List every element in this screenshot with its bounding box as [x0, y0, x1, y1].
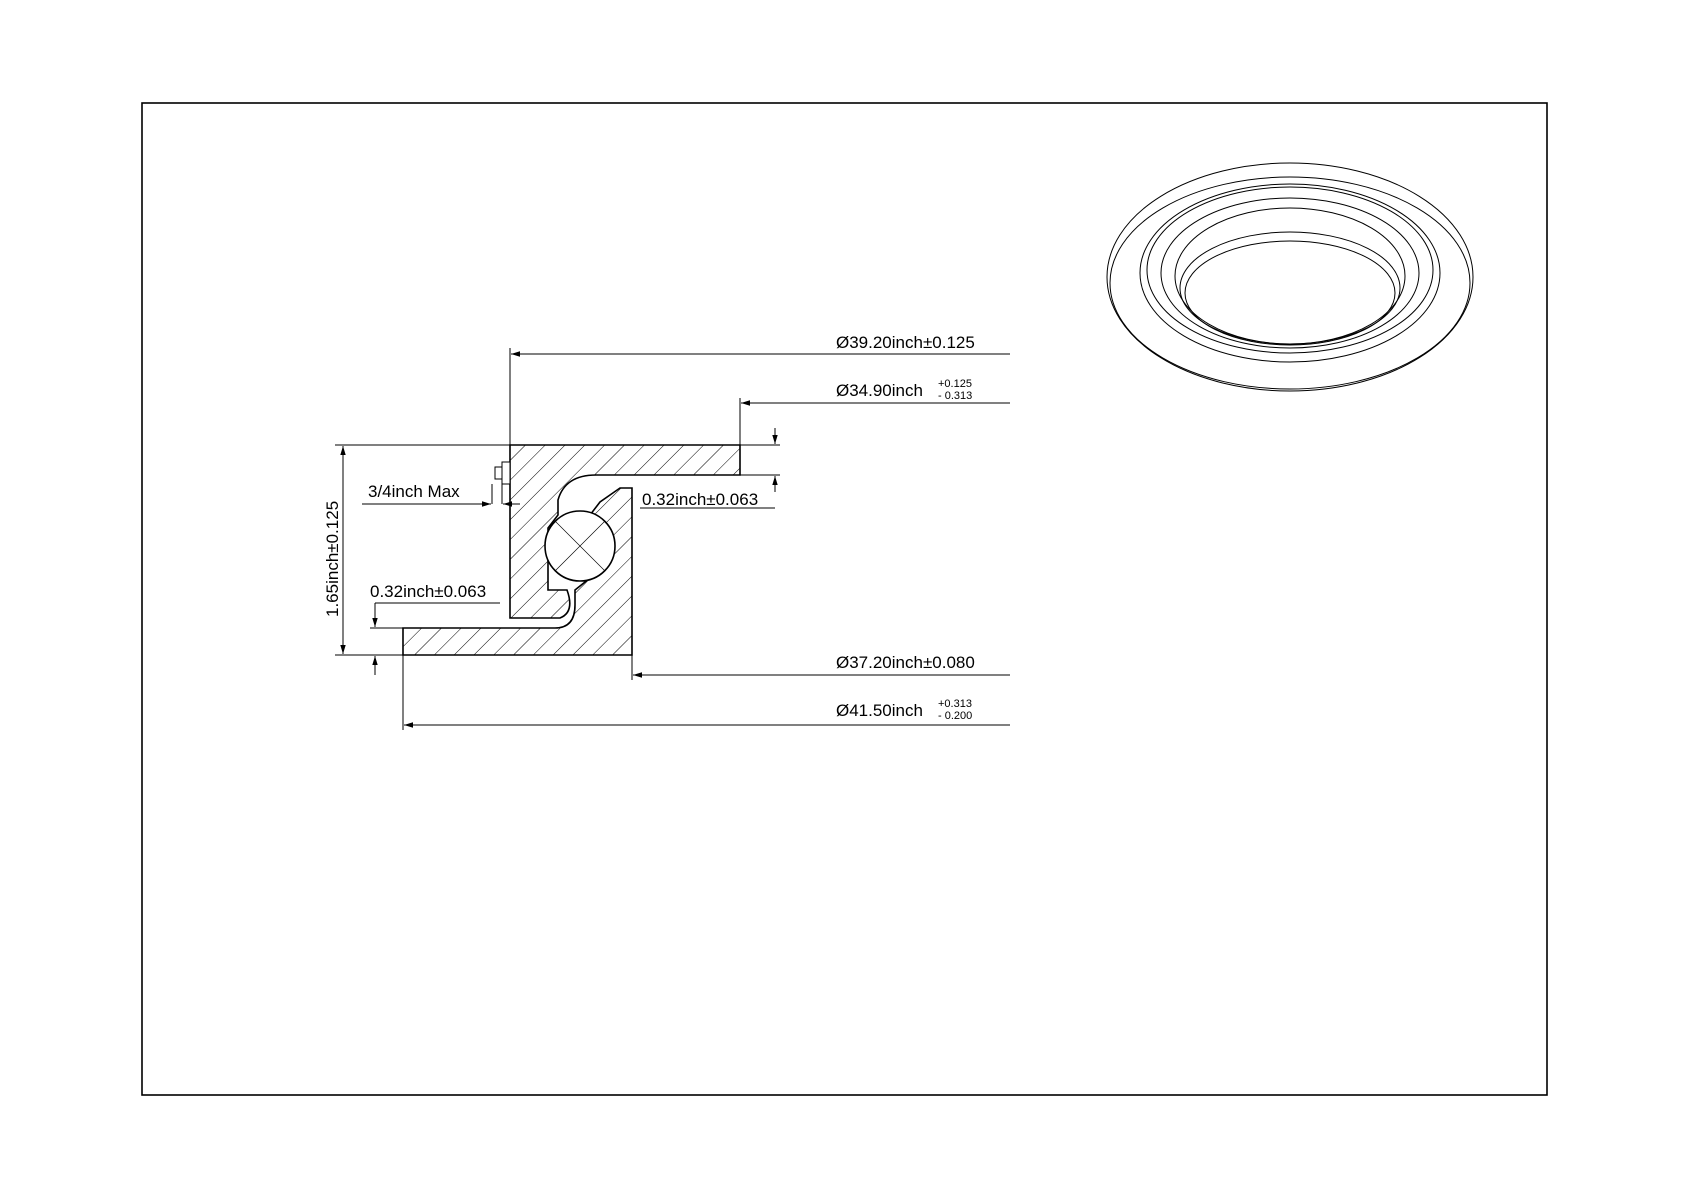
dim-grease-fitting-max: 3/4inch Max — [368, 482, 460, 501]
upper-ring-section — [509, 444, 741, 619]
drawing-border — [141, 102, 1548, 1096]
grease-fitting — [501, 461, 511, 485]
dim-outer-tol-upper: +0.313 — [938, 698, 972, 710]
bearing-cross-section — [402, 444, 741, 656]
dim-inner-diameter: Ø37.20inch±0.080 — [836, 653, 975, 672]
dim-right-thickness: 0.32inch±0.063 — [642, 490, 758, 509]
dim-outer-tol-lower: - 0.200 — [938, 710, 972, 722]
dimension-lines — [335, 348, 1010, 730]
dim-bore-diameter: Ø39.20inch±0.125 — [836, 333, 975, 352]
lower-ring-section — [402, 487, 633, 656]
dim-shoulder-diameter: Ø34.90inch — [836, 381, 923, 400]
dim-shoulder-tol-upper: +0.125 — [938, 378, 972, 390]
bearing-3d-view — [1106, 162, 1474, 392]
dim-height: 1.65inch±0.125 — [323, 501, 342, 617]
dim-left-thickness: 0.32inch±0.063 — [370, 582, 486, 601]
dim-outer-diameter: Ø41.50inch — [836, 701, 923, 720]
dim-shoulder-tol-lower: - 0.313 — [938, 390, 972, 402]
